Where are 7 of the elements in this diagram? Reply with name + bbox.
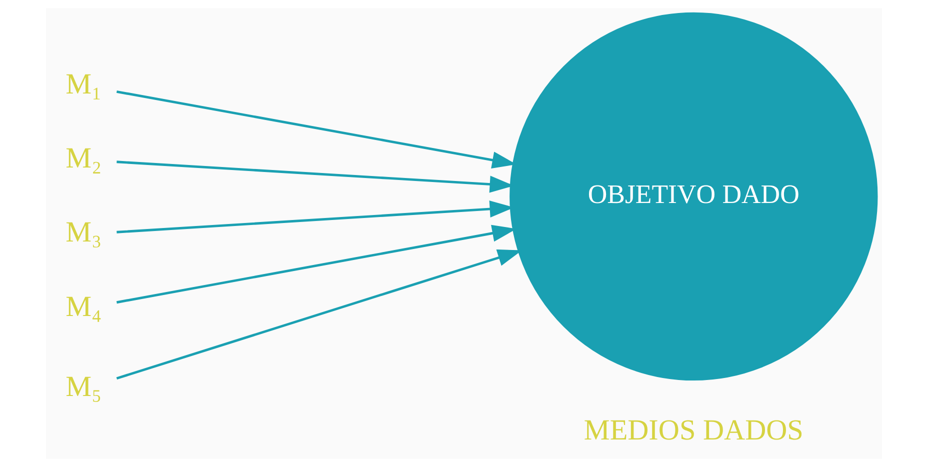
node-text: M₃ xyxy=(66,216,102,249)
label: MEDIOS DADOS xyxy=(584,414,804,447)
node-circle: OBJETIVO DADO xyxy=(510,12,878,381)
node-text: M₄ xyxy=(66,290,102,323)
node-text: M₂ xyxy=(66,142,102,175)
node-text: M₅ xyxy=(66,370,102,403)
node-text: M₁ xyxy=(66,68,102,100)
